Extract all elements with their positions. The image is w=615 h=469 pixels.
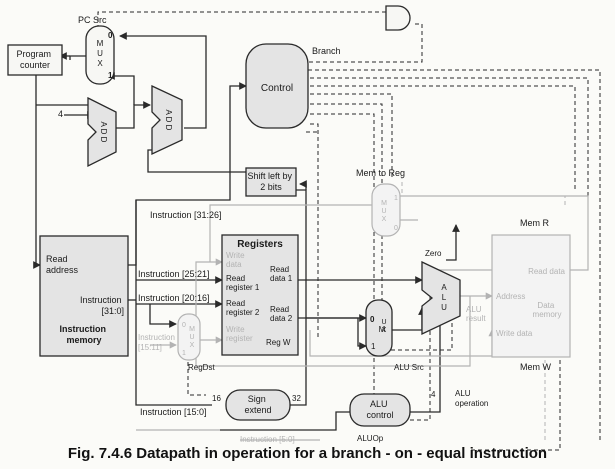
alu-result-label: ALU result <box>466 305 486 323</box>
control-unit <box>245 43 309 129</box>
branch-adder-label: A D D <box>164 110 173 131</box>
sign-extend-label: Sign extend <box>244 394 271 415</box>
mem-to-reg-label: Mem to Reg <box>356 168 405 178</box>
reg-write-data-label: Write data <box>226 251 247 269</box>
instruction-out-label: Instruction [31:0] <box>80 295 124 316</box>
program-counter-label: Program counter <box>16 49 53 70</box>
bits-16-label: 16 <box>212 394 221 403</box>
pc-mux <box>85 25 115 85</box>
alu-operation-label: ALU operation <box>455 389 488 408</box>
read-register-1-label: Read register 1 <box>226 274 260 292</box>
instruction-memory-title: Instruction memory <box>59 324 108 345</box>
pc-mux-in0: 0 <box>108 31 113 40</box>
instr-20-16-label: Instruction [20:16] <box>138 293 210 303</box>
pc-adder-label: A D D <box>99 122 108 143</box>
svg-text:UX: UX <box>381 319 386 334</box>
sign-extend <box>225 389 291 421</box>
register-file <box>221 234 299 356</box>
registers-title: Registers <box>237 239 283 250</box>
alusrc-mux-label: M <box>379 325 386 334</box>
bits-32-label: 32 <box>292 394 301 403</box>
mem-write-data-label: Write data <box>496 329 533 338</box>
read-address-label: Read address <box>46 254 79 275</box>
const-four: 4 <box>58 109 63 119</box>
regdst-mux <box>177 313 201 361</box>
read-data-2-label: Read data 2 <box>270 305 293 323</box>
alu-src-label: ALU Src <box>394 363 424 372</box>
mem-r-label: Mem R <box>520 218 550 228</box>
instr-15-0-label: Instruction [15:0] <box>140 407 207 417</box>
instr-15-11-label: Instruction [15:11] <box>138 333 177 352</box>
pc-mux-in1: 1 <box>108 71 113 80</box>
instr-31-26-label: Instruction [31:26] <box>150 210 222 220</box>
svg-text:0: 0 <box>370 315 375 324</box>
alusrc-mux <box>365 299 393 357</box>
svg-text:1: 1 <box>182 350 186 357</box>
data-memory <box>491 234 571 358</box>
instr-5-0-label: Instruction [5:0] <box>240 435 295 444</box>
zero-label: Zero <box>425 249 442 258</box>
figure-caption: Fig. 7.4.6 Datapath in operation for a b… <box>67 445 548 462</box>
svg-text:1: 1 <box>394 195 398 202</box>
instr-25-21-label: Instruction [25:21] <box>138 269 210 279</box>
reg-w-label: Reg W <box>266 338 291 347</box>
shift-left-box <box>245 167 297 197</box>
alu-control <box>349 393 411 427</box>
regdst-label: RegDst <box>188 363 215 372</box>
control-label: Control <box>261 83 293 94</box>
mem-w-label: Mem W <box>520 362 552 372</box>
svg-text:1: 1 <box>371 342 376 351</box>
write-register-label: Write register <box>226 325 253 343</box>
branch-and-gate <box>385 5 411 31</box>
memtoreg-mux <box>371 183 401 237</box>
instruction-memory <box>39 235 129 357</box>
data-memory-title: Data memory <box>533 301 562 319</box>
svg-text:0: 0 <box>182 322 186 329</box>
pc-adder <box>87 96 117 168</box>
shift-left-label: Shift left by 2 bits <box>247 171 294 192</box>
mem-address-label: Address <box>496 292 525 301</box>
alu-control-label: ALU control <box>366 399 393 420</box>
svg-text:0: 0 <box>394 225 398 232</box>
aluop-label: ALUOp <box>357 434 384 443</box>
branch-control-line <box>302 23 423 63</box>
read-register-2-label: Read register 2 <box>226 299 260 317</box>
pc-to-imem <box>33 75 41 269</box>
pcsrc-control-line <box>97 11 386 34</box>
branch-label: Branch <box>312 46 341 56</box>
mem-read-data-label: Read data <box>528 267 565 276</box>
branch-adder <box>151 84 183 156</box>
bus-4-label: 4 <box>431 390 436 399</box>
alu <box>421 260 461 336</box>
pc-src-label: PC Src <box>78 15 107 25</box>
read-data-1-label: Read data 1 <box>270 265 293 283</box>
program-counter-box <box>7 44 63 76</box>
